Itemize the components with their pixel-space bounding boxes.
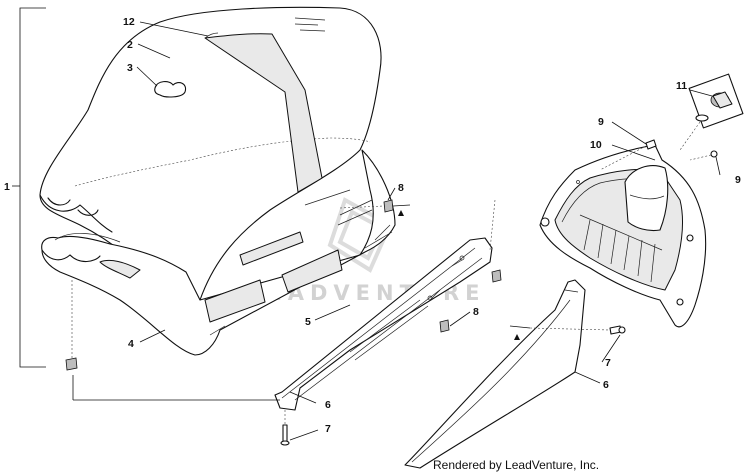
mount-hole (676, 298, 684, 306)
mount-hole (686, 234, 694, 242)
callout-8-lower: 8 (473, 306, 479, 318)
assembly-bracket (12, 7, 46, 368)
base-vent-slot (281, 249, 343, 293)
base-vent-slot (204, 279, 266, 323)
latch-assembly (679, 73, 744, 151)
leader-lines (72, 21, 721, 441)
seat-strap (204, 33, 323, 193)
callout-2: 2 (127, 39, 133, 51)
credit-text: Rendered by LeadVenture, Inc. (433, 458, 599, 472)
fasteners (65, 139, 718, 446)
mount-hole (540, 217, 550, 227)
trunk-block (624, 165, 669, 232)
callouts: 1 2 3 4 5 6 6 7 7 8 8 9 9 10 11 12 (4, 16, 741, 435)
callout-9-right: 9 (735, 174, 741, 186)
callout-6-left: 6 (325, 399, 331, 411)
callout-11: 11 (676, 80, 687, 92)
base-vent-slot (239, 231, 304, 266)
rear-trunk (539, 144, 707, 328)
callout-1: 1 (4, 181, 10, 193)
side-panel-left (274, 237, 493, 411)
callout-10: 10 (590, 139, 602, 151)
seat-base (41, 149, 396, 356)
seat-assembly (39, 6, 382, 313)
callout-8-upper: 8 (398, 182, 404, 194)
callout-6-right: 6 (603, 379, 609, 391)
callout-12: 12 (123, 16, 135, 28)
callout-7-bottom: 7 (325, 423, 331, 435)
callout-7-right: 7 (605, 357, 611, 369)
base-vent-slot (99, 259, 141, 279)
side-panel-right (404, 279, 586, 469)
seat-emblem (154, 81, 187, 98)
callout-9-upper: 9 (598, 116, 604, 128)
latch-washer (695, 114, 709, 122)
callout-4: 4 (128, 338, 134, 350)
callout-3: 3 (127, 62, 133, 74)
callout-5: 5 (305, 316, 311, 328)
